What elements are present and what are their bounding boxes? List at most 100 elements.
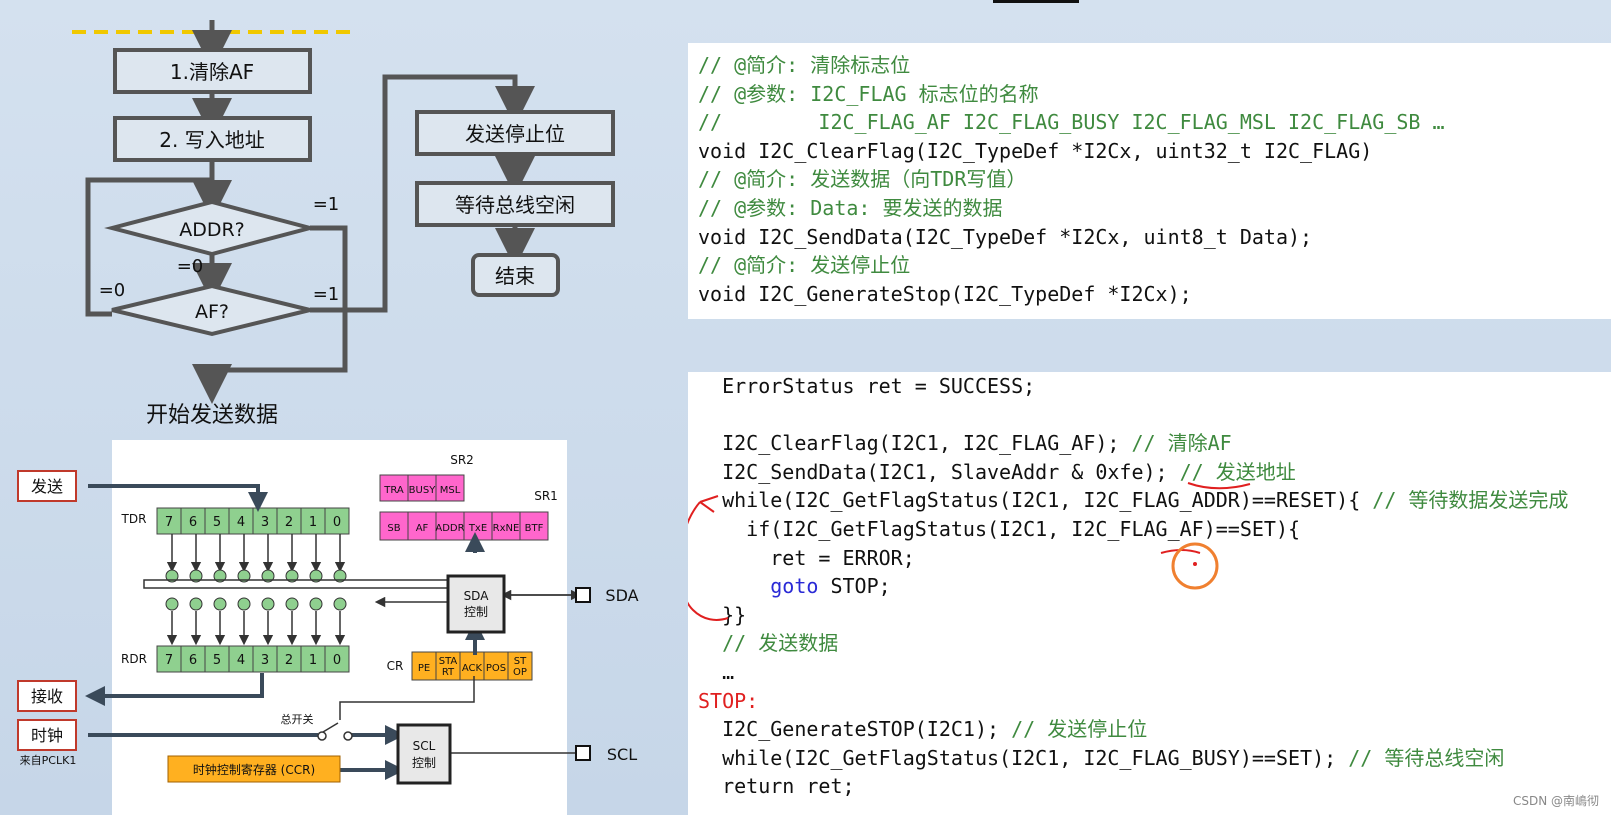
flow-text-af: AF? [195, 301, 229, 323]
flow-text-addr: ADDR? [179, 219, 245, 241]
red-annotation [688, 482, 1251, 621]
tx-shift-cell [333, 569, 347, 583]
rx-shift-cell [165, 597, 179, 611]
code-line: // @简介: 清除标志位 [698, 53, 911, 77]
tdr-bit-text: 0 [333, 515, 341, 530]
code-segment: I2C_GenerateSTOP(I2C1); [698, 717, 1012, 742]
watermark: CSDN @南嶋彻 [1512, 794, 1599, 808]
rdr-bit-cell [276, 645, 302, 673]
sr1-bit-text: TxE [468, 523, 487, 534]
code-line: // 发送数据 [698, 629, 1568, 658]
code-segment: ret = ERROR; [698, 545, 915, 570]
tx-shift-cell [261, 569, 275, 583]
rx-shift-cell [237, 597, 251, 611]
rdr-bit-cell [156, 645, 182, 673]
tdr-bit-cell [204, 507, 230, 535]
sr1-bit-text: AF [416, 523, 429, 534]
code-line: goto STOP; [698, 572, 1568, 601]
clock-label-box [17, 719, 77, 751]
code-segment: if(I2C_GetFlagStatus(I2C1, I2C_FLAG_AF)=… [698, 516, 1301, 541]
code-line: I2C_SendData(I2C1, SlaveAddr & 0xfe); //… [698, 458, 1568, 487]
code-line: I2C_GenerateSTOP(I2C1); // 发送停止位 [698, 715, 1568, 744]
cr-bit-cell [411, 651, 437, 681]
tdr-label: TDR [121, 512, 147, 526]
code-line: ret = ERROR; [698, 544, 1568, 573]
example-code-panel: ErrorStatus ret = SUCCESS; I2C_ClearFlag… [688, 372, 1611, 815]
sda-control-box [446, 574, 506, 634]
code-line: void I2C_SendData(I2C_TypeDef *I2Cx, uin… [698, 224, 1313, 249]
code-line: // I2C_FLAG_AF I2C_FLAG_BUSY I2C_FLAG_MS… [698, 110, 1445, 135]
code-line: I2C_ClearFlag(I2C1, I2C_FLAG_AF); // 清除A… [698, 429, 1568, 458]
top-bar-line [993, 0, 1079, 3]
tx-shift-cell [165, 569, 179, 583]
send-label: 发送 [31, 477, 63, 496]
rdr-label: RDR [121, 652, 147, 666]
flow-text-stop: 发送停止位 [465, 122, 565, 146]
tx-shift-cell [285, 569, 299, 583]
sr1-bit-text: BTF [525, 523, 544, 534]
code-line: // @参数: I2C_FLAG 标志位的名称 [698, 81, 1039, 106]
tdr-bit-text: 1 [309, 515, 317, 530]
flow-decision-af [111, 283, 311, 337]
send-label-box [17, 470, 77, 502]
api-code-panel: // @简介: 清除标志位 // @参数: I2C_FLAG 标志位的名称 // I… [688, 43, 1611, 319]
code-line: if(I2C_GetFlagStatus(I2C1, I2C_FLAG_AF)=… [698, 515, 1568, 544]
ccr-label: 时钟控制寄存器 (CCR) [193, 762, 315, 777]
code-line: // @简介: 发送数据（向TDR写值） [698, 167, 1027, 192]
code-segment: }} [698, 602, 747, 627]
code-line: // @参数: Data: 要发送的数据 [698, 195, 1003, 220]
sr1-label: SR1 [534, 489, 558, 503]
code-segment: // 发送停止位 [1011, 717, 1148, 742]
sr1-bit-text: ADDR [435, 523, 464, 534]
switch-contact-2 [343, 731, 353, 741]
tx-shift-cell [213, 569, 227, 583]
code-segment: // 发送数据 [722, 631, 839, 656]
flow-label-addr-0: =0 [177, 256, 204, 277]
flowchart: 1.清除AF 2. 写入地址 ADDR? AF? 发送停止位 等待总线空闲 结束… [72, 20, 615, 428]
rdr-bit-cell [300, 645, 326, 673]
rdr-bit-text: 7 [165, 653, 173, 668]
flow-step-wait-idle [415, 181, 615, 227]
switch-contact [317, 731, 327, 741]
rdr-bit-text: 0 [333, 653, 341, 668]
rdr-bit-cell [252, 645, 278, 673]
tx-shift-cell [189, 569, 203, 583]
rdr-bit-text: 3 [261, 653, 269, 668]
tx-shift-cell [237, 569, 251, 583]
flow-step-stop [415, 110, 615, 156]
code-line: void I2C_ClearFlag(I2C_TypeDef *I2Cx, ui… [698, 138, 1373, 163]
annotation-underline-addr [1187, 482, 1251, 490]
cr-bit-text: STA [439, 656, 458, 667]
flow-decision-addr [104, 199, 318, 257]
rx-shift-cell [333, 597, 347, 611]
rdr-bit-text: 1 [309, 653, 317, 668]
rx-shift-cell [309, 597, 323, 611]
code-line: STOP: [698, 687, 1568, 716]
clock-label: 时钟 [31, 726, 63, 745]
ccr-box [167, 755, 341, 783]
tdr-bit-cell [324, 507, 350, 535]
tdr-bit-text: 6 [189, 515, 197, 530]
flow-label-af-0: =0 [99, 280, 126, 301]
sda-pin [575, 587, 591, 603]
code-segment: … [698, 659, 735, 684]
tdr-bit-cell [276, 507, 302, 535]
tdr-bit-cell [156, 507, 182, 535]
example-code-lines: ErrorStatus ret = SUCCESS; I2C_ClearFlag… [698, 372, 1568, 801]
sr2-bit-text: TRA [383, 485, 404, 496]
sr2-bit-cell [407, 474, 437, 502]
rx-shift-cell [189, 597, 203, 611]
code-line: … [698, 658, 1568, 687]
code-segment: ErrorStatus ret = SUCCESS; [698, 374, 1036, 398]
code-segment: // 等待数据发送完成 [1372, 488, 1569, 513]
tdr-bit-text: 3 [261, 515, 269, 530]
code-segment: while(I2C_GetFlagStatus(I2C1, I2C_FLAG_B… [698, 745, 1349, 770]
rx-shift-cell [285, 597, 299, 611]
flow-text-clear-af: 1.清除AF [170, 60, 254, 84]
code-line: while(I2C_GetFlagStatus(I2C1, I2C_FLAG_B… [698, 744, 1568, 773]
flow-text-start-send: 开始发送数据 [146, 403, 278, 428]
tdr-bit-text: 7 [165, 515, 173, 530]
code-segment: // 发送地址 [1179, 459, 1296, 484]
cr-bit-cell [507, 651, 533, 681]
